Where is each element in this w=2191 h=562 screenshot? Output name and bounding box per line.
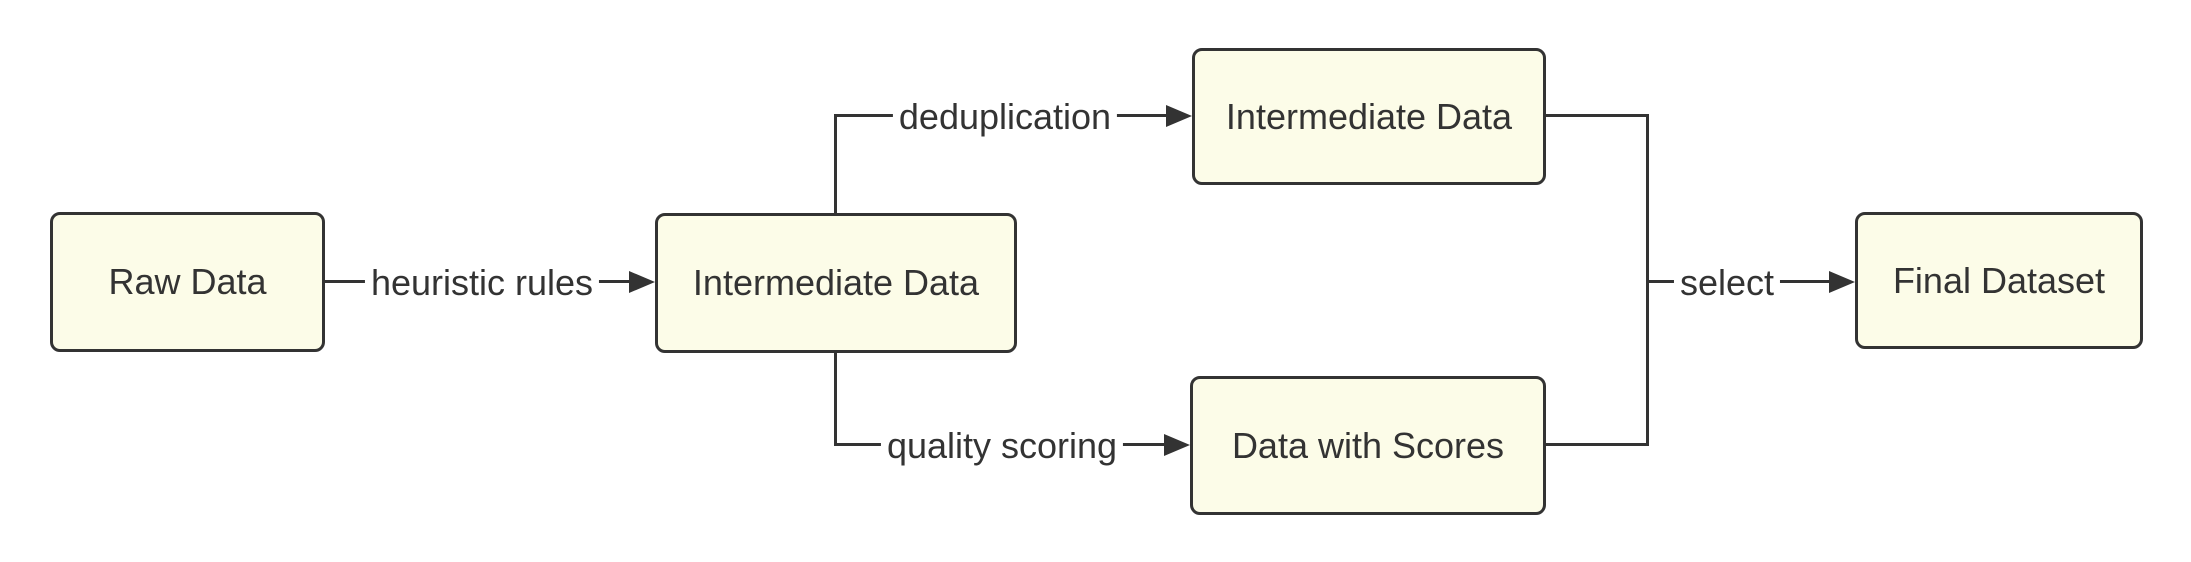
edge-merge-top-line	[1545, 114, 1649, 117]
edge-label-deduplication: deduplication	[892, 97, 1118, 137]
edge-label-quality-scoring: quality scoring	[880, 426, 1124, 466]
node-intermediate-data-mid: Intermediate Data	[655, 213, 1017, 353]
arrowhead-icon	[1829, 271, 1855, 293]
node-intermediate-data-mid-label: Intermediate Data	[692, 262, 980, 303]
node-intermediate-data-top-label: Intermediate Data	[1225, 95, 1513, 137]
node-raw-data: Raw Data	[50, 212, 325, 352]
edge-label-heuristic-rules: heuristic rules	[364, 263, 600, 303]
node-intermediate-data-top: Intermediate Data	[1192, 48, 1546, 185]
node-final-dataset-label: Final Dataset	[1892, 259, 2106, 301]
arrowhead-icon	[1166, 105, 1192, 127]
edge-label-select: select	[1673, 263, 1781, 303]
edge-merge-bottom-line	[1545, 443, 1649, 446]
arrowhead-icon	[1164, 434, 1190, 456]
node-data-with-scores: Data with Scores	[1190, 376, 1546, 515]
node-data-with-scores-label: Data with Scores	[1231, 424, 1505, 466]
edge-quality-scoring-line-vertical	[834, 353, 837, 445]
node-final-dataset: Final Dataset	[1855, 212, 2143, 349]
edge-deduplication-line-vertical	[834, 114, 837, 213]
node-raw-data-label: Raw Data	[108, 261, 267, 302]
arrowhead-icon	[629, 271, 655, 293]
